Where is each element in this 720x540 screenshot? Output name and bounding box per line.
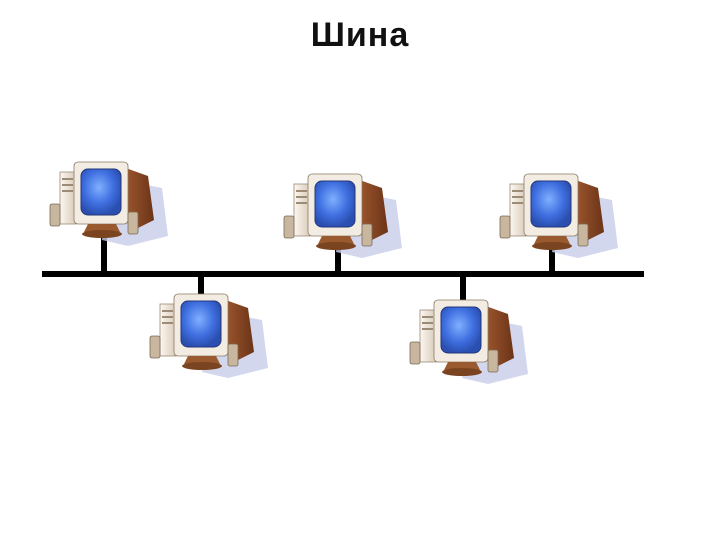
computer-node-2-icon [283,173,403,259]
computer-node-3-icon [499,173,619,259]
computer-node-1-icon [49,161,169,247]
slide-title: Шина [310,16,410,54]
computer-node-5-icon [409,299,529,385]
computer-node-4-icon [149,293,269,379]
